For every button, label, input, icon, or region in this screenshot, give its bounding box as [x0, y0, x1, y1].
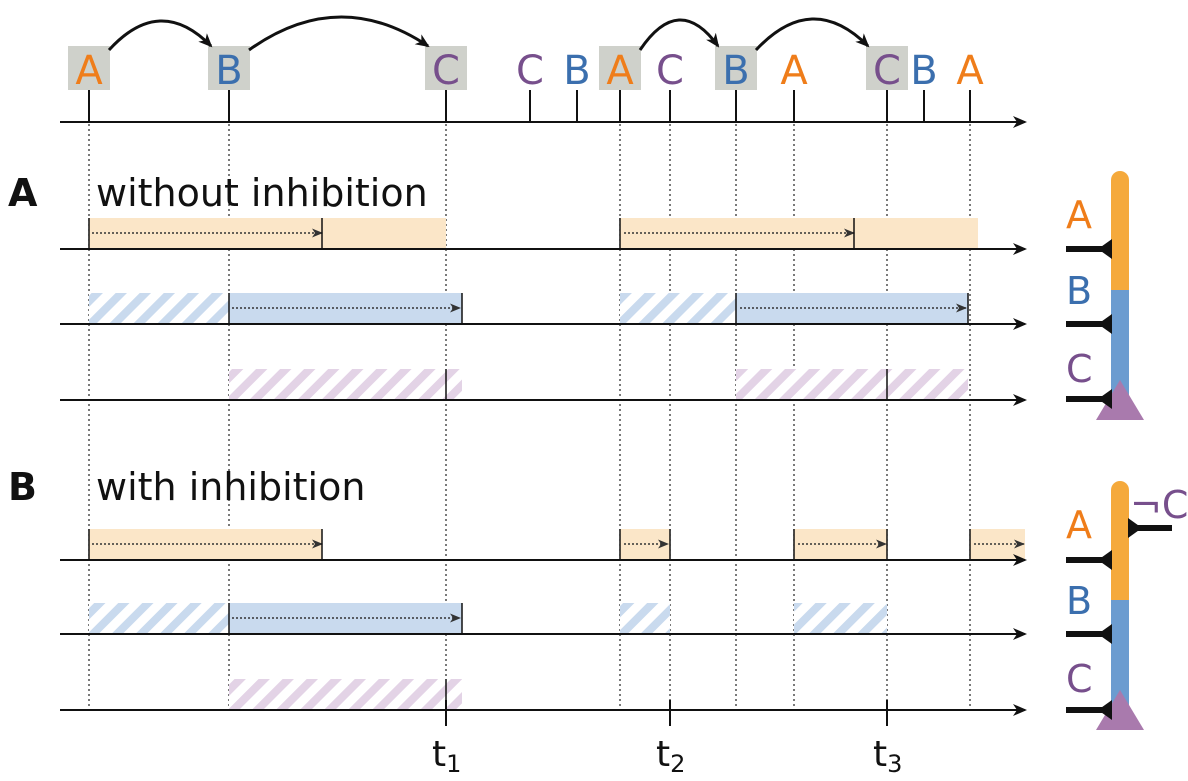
segment-b-primed: [620, 603, 670, 634]
sequence-event-c: C: [516, 48, 544, 122]
segment-b-primed: [620, 293, 736, 324]
sequence-letter: B: [722, 48, 749, 94]
sequence-letter: C: [873, 48, 901, 94]
neuron-b-schematic: A B C ¬C: [1066, 481, 1188, 730]
transition-arc: [107, 19, 213, 52]
segment-a-active: [620, 218, 978, 249]
sequence-event-c: C: [656, 48, 684, 122]
sequence-event-b: B: [208, 46, 250, 122]
transition-arc: [248, 15, 430, 52]
highlight-box: [425, 46, 467, 90]
sequence-event-a: A: [599, 46, 641, 122]
segment-c-primed: [229, 369, 462, 400]
segment-b-primed: [89, 603, 229, 634]
sequence-letter: A: [606, 48, 634, 94]
sequence-event-b: B: [910, 48, 938, 122]
highlight-box: [866, 46, 908, 90]
sequence-letter: A: [75, 48, 103, 94]
segment-c-primed: [229, 679, 462, 710]
time-label-t1: t1: [432, 734, 461, 778]
panel-a-title: without inhibition: [96, 171, 428, 215]
sequence-letter: A: [780, 48, 808, 94]
neuron-a-label-a: A: [1066, 193, 1092, 237]
inhibitory-label: ¬C: [1130, 483, 1188, 527]
sequence-event-b: B: [563, 48, 591, 122]
neuron-b-label-c: C: [1066, 657, 1093, 701]
highlight-box: [68, 46, 110, 90]
sequence-event-a: A: [956, 48, 984, 122]
panel-a-dendrite-traces: [60, 218, 1027, 406]
transition-arc: [638, 18, 720, 51]
svg-text:t3: t3: [873, 734, 902, 778]
sequence-event-c: C: [425, 46, 467, 122]
neuron-a-schematic: A B C: [1066, 171, 1144, 420]
segment-b-primed: [89, 293, 229, 324]
time-label-t2: t2: [656, 734, 685, 778]
svg-text:t1: t1: [432, 734, 461, 778]
sequence-transition-arcs: [107, 15, 870, 52]
sequence-letter: A: [956, 48, 984, 94]
neuron-a-label-c: C: [1066, 347, 1093, 391]
synapse-c: [1066, 700, 1112, 720]
sequence-event-b: B: [715, 46, 757, 122]
panel-b-letter: B: [8, 465, 37, 509]
inhibitory-synapse: [1128, 518, 1172, 538]
segment-c-primed: [736, 369, 968, 400]
highlight-box: [208, 46, 250, 90]
neuron-a-label-b: B: [1066, 269, 1092, 313]
segment-b-primed: [794, 603, 887, 634]
sequence-letter: C: [432, 48, 460, 94]
soma-triangle: [1096, 380, 1144, 420]
sequence-event-a: A: [780, 48, 808, 122]
highlight-box: [599, 46, 641, 90]
segment-a-active: [89, 218, 446, 249]
transition-arc: [754, 17, 870, 52]
sequence-letter: B: [910, 48, 937, 94]
sequence-letter: C: [516, 48, 544, 94]
sequence-letter: C: [656, 48, 684, 94]
synapse-b: [1066, 624, 1112, 644]
time-label-t3: t3: [873, 734, 902, 778]
sequence-letter: B: [215, 48, 242, 94]
synapse-a: [1066, 550, 1112, 570]
highlight-box: [715, 46, 757, 90]
panel-b-title: with inhibition: [96, 465, 365, 509]
sequence-event-c: C: [866, 46, 908, 122]
synapse-b: [1066, 314, 1112, 334]
synapse-a: [1066, 239, 1112, 259]
neuron-b-label-a: A: [1066, 503, 1092, 547]
panel-a-letter: A: [8, 171, 38, 215]
soma-triangle: [1096, 690, 1144, 730]
neuron-b-label-b: B: [1066, 579, 1092, 623]
sequence-event-a: A: [68, 46, 110, 122]
svg-text:t2: t2: [656, 734, 685, 778]
panel-b-dendrite-traces: [60, 529, 1027, 726]
sequence-letter: B: [563, 48, 590, 94]
synapse-c: [1066, 389, 1112, 409]
